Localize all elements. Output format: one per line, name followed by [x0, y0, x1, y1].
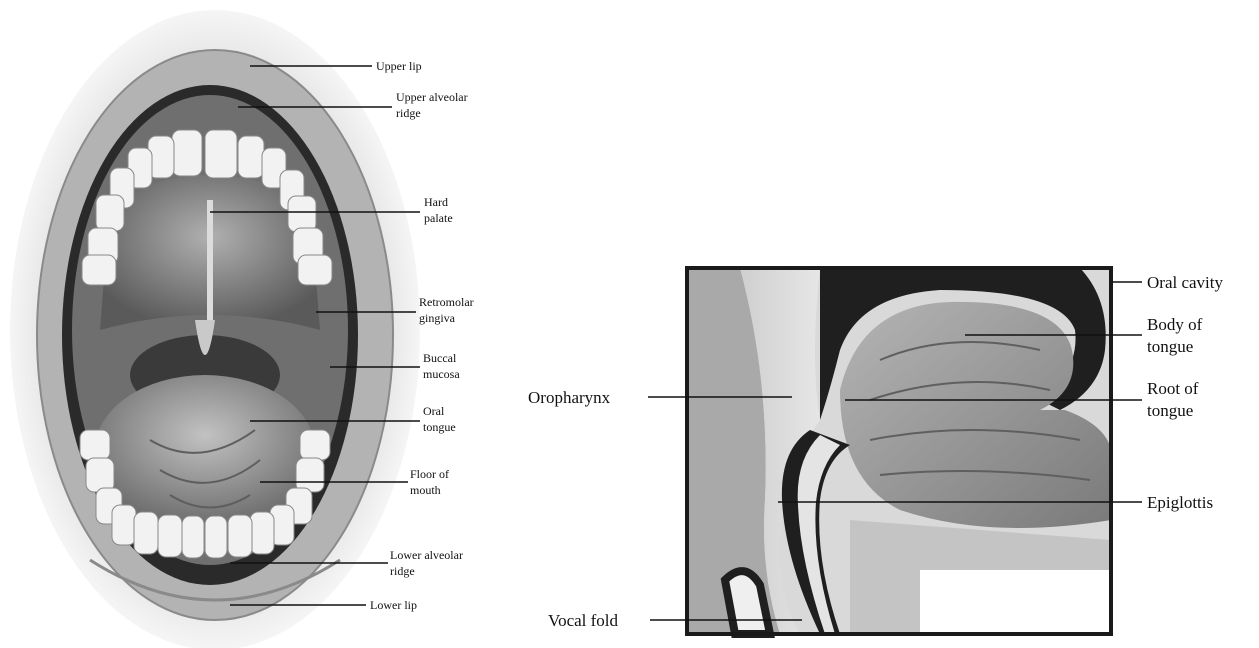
open-mouth-illustration: Upper lip Upper alveolar ridge Hard pala…	[0, 0, 500, 648]
label-root-of-tongue: Root of tongue	[1147, 379, 1203, 420]
label-epiglottis: Epiglottis	[1147, 493, 1213, 512]
label-upper-alveolar-ridge: Upper alveolar ridge	[396, 90, 471, 120]
label-lower-alveolar-ridge: Lower alveolar ridge	[390, 548, 466, 578]
label-oral-tongue: Oral tongue	[423, 404, 456, 434]
label-body-of-tongue: Body of tongue	[1147, 315, 1207, 356]
label-lower-lip: Lower lip	[370, 598, 417, 612]
label-oropharynx: Oropharynx	[528, 388, 611, 407]
label-oral-cavity: Oral cavity	[1147, 273, 1223, 292]
label-hard-palate: Hard palate	[424, 195, 453, 225]
sagittal-section-illustration: Oral cavity Body of tongue Root of tongu…	[520, 240, 1259, 648]
label-upper-lip: Upper lip	[376, 59, 422, 73]
label-retromolar-gingiva: Retromolar gingiva	[419, 295, 477, 325]
open-mouth-drawing: Upper lip Upper alveolar ridge Hard pala…	[0, 0, 500, 648]
label-vocal-fold: Vocal fold	[548, 611, 619, 630]
lower-cutaway	[920, 570, 1110, 634]
tongue	[95, 375, 315, 525]
sagittal-section-drawing: Oral cavity Body of tongue Root of tongu…	[520, 240, 1259, 648]
label-buccal-mucosa: Buccal mucosa	[423, 351, 460, 381]
label-floor-of-mouth: Floor of mouth	[410, 467, 452, 497]
